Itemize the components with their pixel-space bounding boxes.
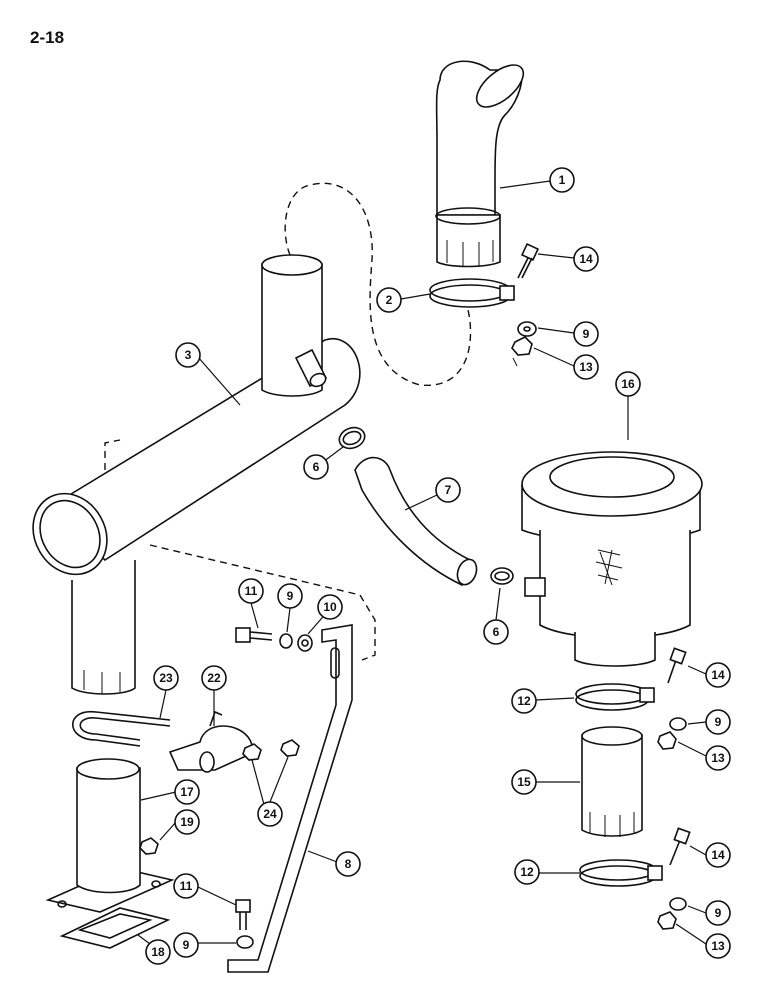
svg-text:19: 19	[180, 815, 194, 829]
svg-text:11: 11	[180, 879, 193, 893]
callout-1: 1	[549, 167, 575, 193]
callout-18: 18	[145, 939, 171, 965]
svg-text:3: 3	[185, 348, 192, 362]
part-bolt-lower	[669, 827, 691, 866]
callout-24: 24	[257, 801, 283, 827]
part-nut-19	[139, 837, 159, 855]
callout-10: 10	[317, 594, 343, 620]
part-saddle-clamp	[168, 710, 257, 773]
part-clamp-middle	[575, 683, 655, 711]
svg-text:13: 13	[711, 751, 725, 765]
callout-7: 7	[435, 477, 461, 503]
svg-text:18: 18	[151, 945, 165, 959]
svg-text:6: 6	[313, 460, 320, 474]
part-exhaust-stack	[435, 60, 525, 268]
svg-text:9: 9	[183, 938, 190, 952]
svg-text:6: 6	[493, 625, 500, 639]
svg-text:10: 10	[323, 600, 337, 614]
part-nuts	[242, 739, 300, 761]
svg-text:15: 15	[517, 775, 531, 789]
part-air-cleaner	[521, 451, 703, 667]
svg-text:17: 17	[180, 785, 194, 799]
svg-text:13: 13	[711, 939, 725, 953]
part-clamp-lower	[579, 859, 663, 887]
callout-12-lower: 12	[514, 859, 540, 885]
svg-text:7: 7	[445, 483, 452, 497]
svg-text:8: 8	[345, 857, 352, 871]
callout-12-middle: 12	[511, 688, 537, 714]
callout-9-lower-right: 9	[705, 900, 731, 926]
callout-11-lower: 11	[173, 873, 199, 899]
callout-9-strap-lower: 9	[173, 932, 199, 958]
callout-9-upper-right: 9	[573, 321, 599, 347]
part-flanged-pipe	[45, 758, 175, 949]
svg-text:13: 13	[579, 360, 593, 374]
callout-19: 19	[174, 809, 200, 835]
svg-text:14: 14	[711, 848, 725, 862]
callout-9-strap: 9	[277, 583, 303, 609]
part-washer-nut-middle	[657, 717, 687, 750]
callout-13-lower: 13	[705, 933, 731, 959]
callout-15: 15	[511, 769, 537, 795]
callout-11-upper: 11	[238, 578, 264, 604]
part-connector-pipe	[581, 726, 643, 837]
callout-22: 22	[201, 665, 227, 691]
part-hose-clamp-upper	[338, 426, 366, 450]
callout-23: 23	[153, 665, 179, 691]
callout-6-upper: 6	[303, 454, 329, 480]
callout-3: 3	[175, 342, 201, 368]
svg-text:2: 2	[386, 293, 393, 307]
svg-text:9: 9	[715, 715, 722, 729]
callout-14-middle: 14	[705, 662, 731, 688]
svg-text:9: 9	[715, 906, 722, 920]
part-bolt-strap-lower	[235, 899, 254, 949]
part-u-bolt	[71, 711, 171, 747]
callout-16: 16	[615, 371, 641, 397]
svg-text:14: 14	[711, 668, 725, 682]
svg-text:11: 11	[245, 584, 258, 598]
svg-text:16: 16	[621, 377, 635, 391]
part-bolt-upper	[517, 242, 540, 279]
svg-text:24: 24	[263, 807, 277, 821]
callout-2: 2	[376, 287, 402, 313]
part-bolt-strap-upper	[235, 627, 313, 652]
callout-8: 8	[335, 851, 361, 877]
svg-text:22: 22	[207, 671, 221, 685]
callout-17: 17	[174, 779, 200, 805]
part-washer-nut-upper	[511, 321, 537, 367]
callout-13-upper: 13	[573, 354, 599, 380]
part-washer-nut-lower	[657, 897, 687, 930]
svg-text:1: 1	[559, 173, 566, 187]
callout-13-middle: 13	[705, 745, 731, 771]
svg-text:12: 12	[517, 694, 531, 708]
part-support-strap	[227, 624, 353, 973]
part-bolt-middle	[667, 647, 687, 684]
callout-14-upper: 14	[573, 246, 599, 272]
part-hose	[354, 456, 478, 587]
svg-text:14: 14	[579, 252, 593, 266]
part-hose-clamp-lower	[490, 567, 514, 585]
svg-text:12: 12	[520, 865, 534, 879]
callout-14-lower: 14	[705, 842, 731, 868]
page-number: 2-18	[30, 28, 65, 47]
svg-text:23: 23	[159, 671, 173, 685]
svg-text:9: 9	[583, 327, 590, 341]
svg-text:9: 9	[287, 589, 294, 603]
callout-9-middle-right: 9	[705, 709, 731, 735]
part-clamp-upper	[429, 278, 515, 308]
part-muffler	[32, 254, 361, 695]
callout-6-lower: 6	[483, 619, 509, 645]
